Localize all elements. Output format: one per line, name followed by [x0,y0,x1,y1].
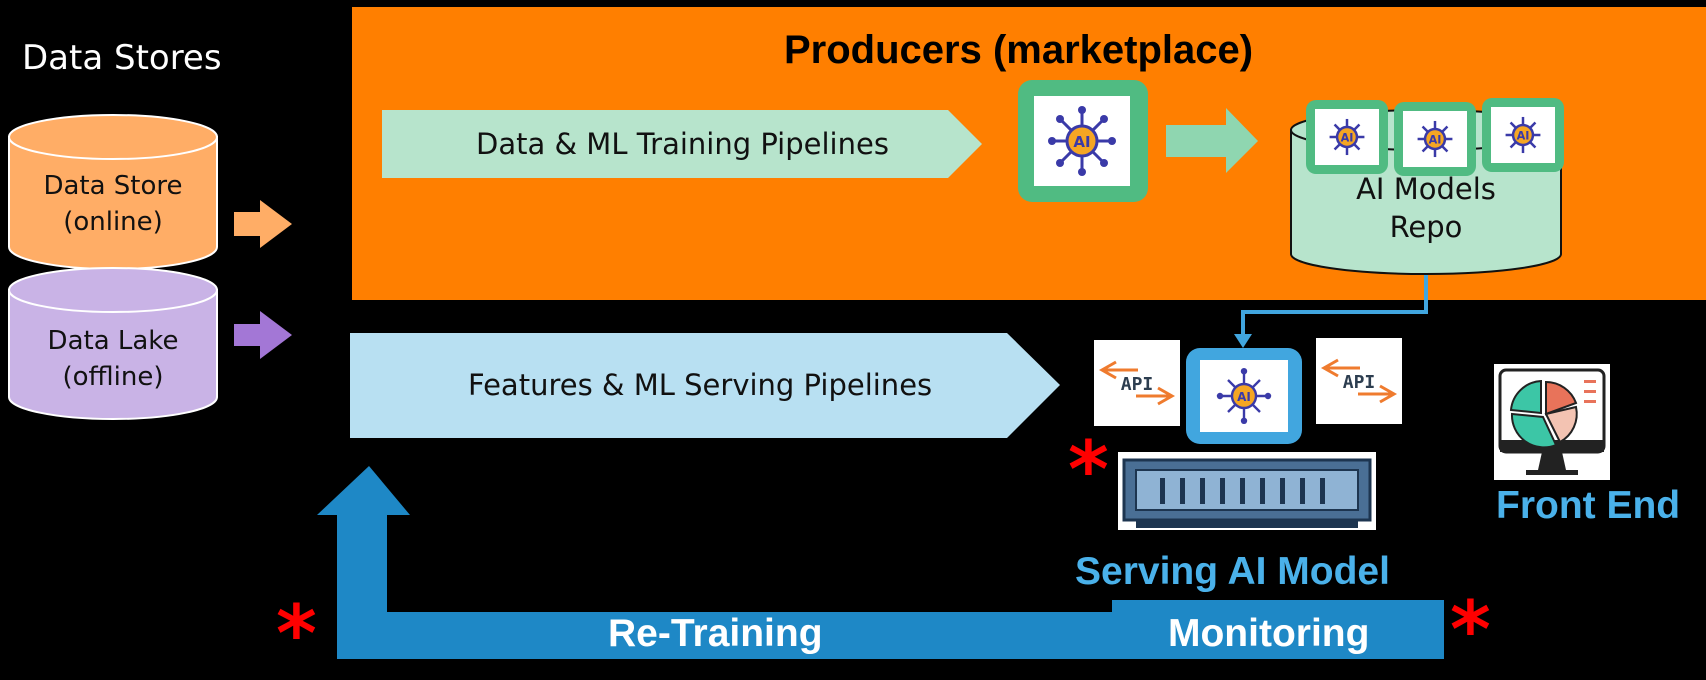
trained-model-tile: AI [1034,96,1130,186]
ai-chip-badge: AI [1429,133,1442,146]
ai-chip-icon: AI [1048,106,1116,176]
api-icon: API [1098,360,1176,406]
ai-chip-icon: AI [1417,120,1453,158]
data-lake-offline-line2: (offline) [62,362,164,392]
diagram-shapes [8,108,1610,659]
trained-model-frame: AI [1018,80,1148,202]
producers-title: Producers (marketplace) [784,28,1254,72]
ai-models-repo-line1: AI Models [1356,172,1496,206]
ai-chip-icon: AI [1329,118,1365,156]
repo-model-frame-1: AI [1306,100,1388,174]
repo-model-tile-1: AI [1315,109,1379,165]
ai-chip-badge: AI [1341,131,1354,144]
feedback-loop-arrow [317,466,1444,659]
repo-model-tile-2: AI [1403,111,1467,167]
repo-model-frame-2: AI [1394,102,1476,176]
repo-model-tile-3: AI [1491,107,1555,163]
serving-star: * [1068,426,1109,516]
retraining-label: Re-Training [608,612,823,655]
data-store-online-label: Data Store (online) [9,168,217,240]
ai-models-repo-label: AI Models Repo [1291,170,1561,246]
api-text: API [1121,374,1154,395]
serving-pipeline-label: Features & ML Serving Pipelines [468,368,933,402]
data-stores-title: Data Stores [22,38,222,78]
ai-chip-badge: AI [1517,129,1530,142]
ai-models-repo-line2: Repo [1389,210,1463,244]
api-icon-right: API [1316,338,1402,424]
data-lake-offline-label: Data Lake (offline) [9,323,217,395]
ai-chip-icon: AI [1505,116,1541,154]
repo-model-frame-3: AI [1482,98,1564,172]
retraining-star: * [276,590,317,680]
data-store-online-line1: Data Store [43,171,183,201]
repo-to-serving-connector [1241,275,1428,336]
training-pipeline-shape [382,110,982,178]
ai-chip-badge: AI [1073,133,1090,151]
monitoring-star: * [1450,586,1491,676]
offline-store-arrow [234,311,292,359]
monitoring-label: Monitoring [1168,612,1370,655]
api-text: API [1343,372,1376,393]
training-to-repo-arrow [1166,108,1258,173]
serving-pipeline-shape [350,333,1060,438]
api-icon: API [1320,358,1398,404]
api-icon-left: API [1094,340,1180,426]
ai-chip-icon: AI [1216,368,1272,424]
serving-model-frame: AI [1186,348,1302,444]
data-lake-offline-cylinder [8,267,218,420]
data-lake-offline-line1: Data Lake [47,326,179,356]
front-end-label: Front End [1496,484,1681,527]
data-store-online-line2: (online) [63,207,163,237]
server-rack-icon [1118,452,1376,530]
training-pipeline-label: Data & ML Training Pipelines [476,127,889,161]
ai-chip-badge: AI [1237,390,1251,404]
front-end-dashboard-icon [1494,364,1610,480]
serving-ai-model-label: Serving AI Model [1075,550,1390,593]
serving-model-tile: AI [1200,360,1288,432]
online-store-arrow [234,200,292,248]
